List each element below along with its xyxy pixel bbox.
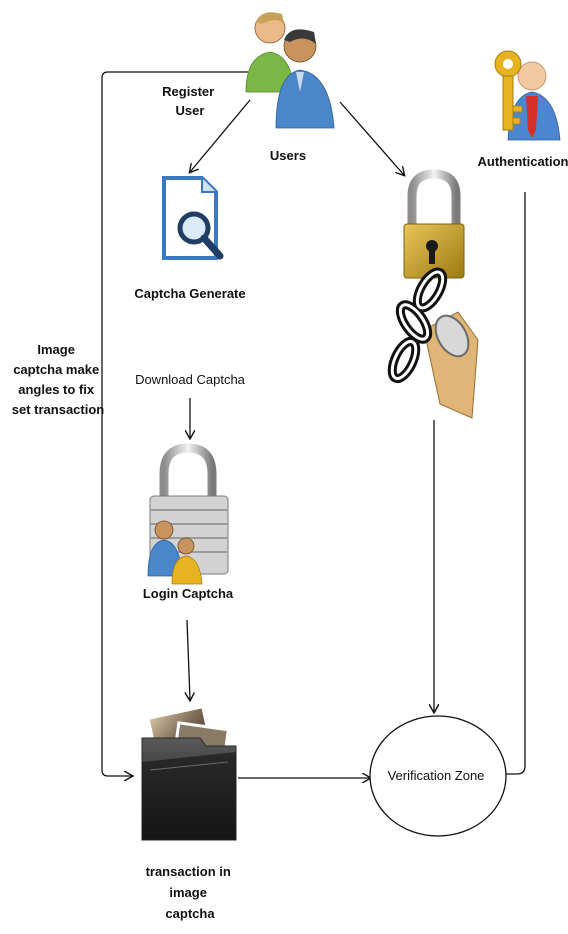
users-label: Users bbox=[270, 148, 306, 163]
register-user-label: Register User bbox=[162, 84, 218, 118]
transaction-image-captcha-label: transaction in image captcha bbox=[146, 864, 235, 921]
document-search-icon bbox=[164, 178, 220, 258]
login-captcha-label: Login Captcha bbox=[143, 586, 234, 601]
edge-users-to-lock bbox=[340, 102, 404, 175]
key-user-icon bbox=[495, 51, 560, 140]
users-icon bbox=[246, 12, 334, 128]
captcha-generate-label: Captcha Generate bbox=[134, 286, 245, 301]
photo-folder-icon bbox=[142, 707, 236, 840]
image-captcha-note: Image captcha make angles to fix set tra… bbox=[12, 342, 105, 417]
download-captcha-label: Download Captcha bbox=[135, 372, 246, 387]
edge-login-to-transaction bbox=[187, 620, 190, 700]
edge-authentication-to-verification bbox=[498, 192, 525, 774]
padlock-users-icon bbox=[148, 448, 228, 584]
authentication-label: Authentication bbox=[478, 154, 568, 169]
verification-zone-label: Verification Zone bbox=[388, 768, 485, 783]
padlock-chain-keys-icon bbox=[387, 174, 478, 418]
